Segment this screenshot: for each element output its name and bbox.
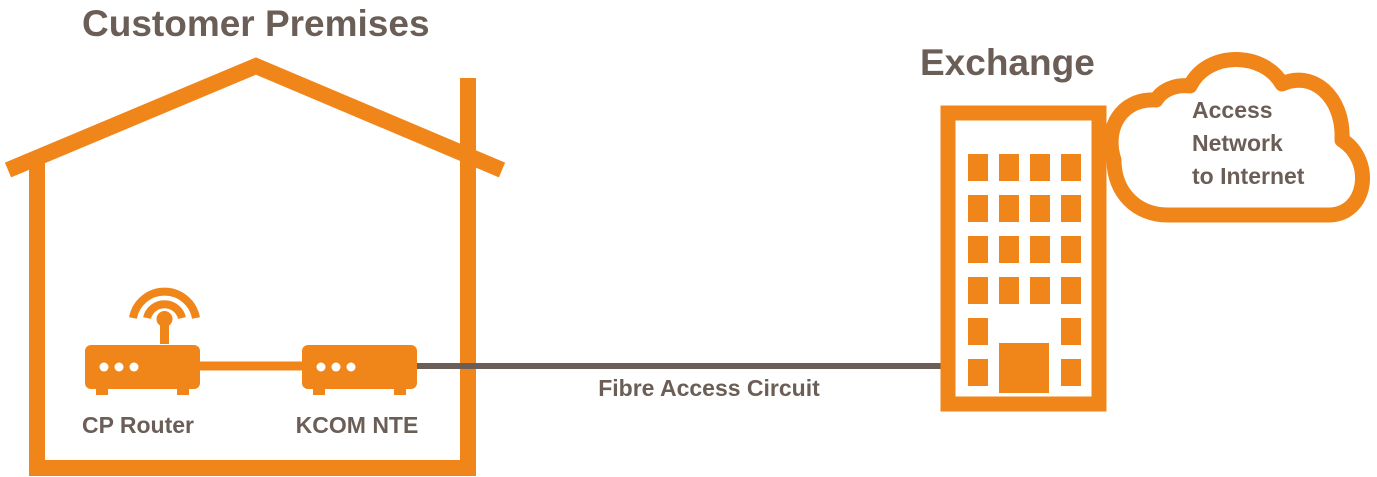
- house-outline-icon: [4, 57, 506, 476]
- exchange-building-icon: [940, 105, 1107, 412]
- cloud-line-2: Network: [1192, 130, 1283, 156]
- router-light: [99, 362, 109, 372]
- customer-premises-title: Customer Premises: [82, 3, 430, 44]
- router-light: [129, 362, 139, 372]
- router-light: [114, 362, 124, 372]
- cloud-icon: [1103, 52, 1370, 223]
- cloud-outline: [1103, 52, 1370, 223]
- nte-label: KCOM NTE: [296, 412, 419, 438]
- wifi-signal-icon: [129, 287, 200, 320]
- router-foot-left: [96, 389, 108, 395]
- cloud-line-3: to Internet: [1192, 163, 1305, 189]
- nte-foot-right: [394, 389, 406, 395]
- cloud-text: Access Network to Internet: [1192, 97, 1305, 189]
- exchange-title: Exchange: [920, 42, 1095, 83]
- nte-light: [346, 362, 356, 372]
- router-antenna-tip: [156, 311, 173, 327]
- router-antenna: [160, 316, 169, 344]
- fibre-access-label: Fibre Access Circuit: [598, 375, 820, 401]
- nte-light: [316, 362, 326, 372]
- router-body: [85, 345, 200, 389]
- building-windows: [968, 154, 1081, 386]
- router-label: CP Router: [82, 412, 194, 438]
- nte-box-icon: [302, 345, 417, 395]
- nte-foot-left: [313, 389, 325, 395]
- nte-light: [331, 362, 341, 372]
- nte-body: [302, 345, 417, 389]
- cloud-line-1: Access: [1192, 97, 1273, 123]
- building-door: [999, 343, 1049, 393]
- router-foot-right: [177, 389, 189, 395]
- router-icon: [85, 311, 200, 395]
